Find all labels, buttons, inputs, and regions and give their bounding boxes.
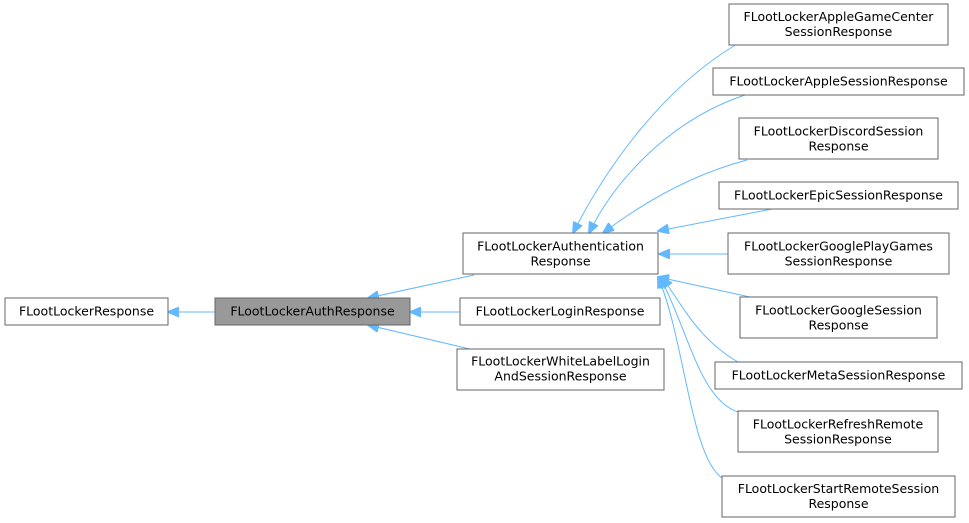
node-auth-response: FLootLockerAuthResponse [214,297,411,326]
node-refresh-response[interactable]: FLootLockerRefreshRemote SessionResponse [737,410,939,453]
node-meta-response[interactable]: FLootLockerMetaSessionResponse [714,361,963,390]
node-applegc-response-label-2: SessionResponse [785,24,893,39]
node-applegc-response[interactable]: FLootLockerAppleGameCenter SessionRespon… [728,3,949,46]
edge-discord-to-authentication [603,159,748,233]
edge-google-to-authentication [658,277,751,298]
node-refresh-response-label-1: FLootLockerRefreshRemote [753,417,924,432]
node-startremote-response-label-2: Response [808,496,868,511]
node-startremote-response-label-1: FLootLockerStartRemoteSession [738,481,939,496]
node-authentication-response-label-1: FLootLockerAuthentication [477,239,644,254]
edge-refresh-to-authentication [660,277,739,413]
edges [168,43,773,479]
node-epic-response[interactable]: FLootLockerEpicSessionResponse [718,181,959,210]
node-discord-response-label-1: FLootLockerDiscordSession [754,124,924,139]
node-authentication-response-label-2: Response [530,254,590,269]
edge-startremote-to-authentication [658,277,723,479]
edge-applegc-to-authentication [573,43,738,233]
node-googleplay-response[interactable]: FLootLockerGooglePlayGames SessionRespon… [727,232,950,275]
node-meta-response-label: FLootLockerMetaSessionResponse [732,368,946,383]
node-googleplay-response-label-2: SessionResponse [785,254,893,269]
node-google-response-label-1: FLootLockerGoogleSession [755,303,922,318]
node-authentication-response[interactable]: FLootLockerAuthentication Response [462,232,659,275]
node-googleplay-response-label-1: FLootLockerGooglePlayGames [744,239,933,254]
node-login-response-label: FLootLockerLoginResponse [476,304,645,319]
node-whitelabel-response[interactable]: FLootLockerWhiteLabelLogin AndSessionRes… [456,348,665,391]
node-startremote-response[interactable]: FLootLockerStartRemoteSession Response [721,475,956,518]
node-auth-response-label: FLootLockerAuthResponse [230,304,395,319]
edge-meta-to-authentication [662,277,739,363]
node-response[interactable]: FLootLockerResponse [4,297,169,326]
node-apple-response-label: FLootLockerAppleSessionResponse [729,74,948,89]
node-discord-response[interactable]: FLootLockerDiscordSession Response [738,117,939,160]
edge-apple-to-authentication [589,94,746,233]
node-google-response-label-2: Response [808,318,868,333]
node-response-label: FLootLockerResponse [19,304,154,319]
edge-epic-to-authentication [658,208,773,231]
node-apple-response[interactable]: FLootLockerAppleSessionResponse [712,67,965,96]
node-whitelabel-response-label-1: FLootLockerWhiteLabelLogin [471,354,650,369]
node-whitelabel-response-label-2: AndSessionResponse [494,369,626,384]
node-refresh-response-label-2: SessionResponse [784,432,892,447]
edge-whitelabel-to-auth [368,325,475,351]
node-login-response[interactable]: FLootLockerLoginResponse [459,297,661,326]
node-discord-response-label-2: Response [808,139,868,154]
node-epic-response-label: FLootLockerEpicSessionResponse [734,188,943,203]
node-google-response[interactable]: FLootLockerGoogleSession Response [739,296,938,339]
edge-authentication-to-auth [368,274,475,298]
node-applegc-response-label-1: FLootLockerAppleGameCenter [744,9,935,24]
